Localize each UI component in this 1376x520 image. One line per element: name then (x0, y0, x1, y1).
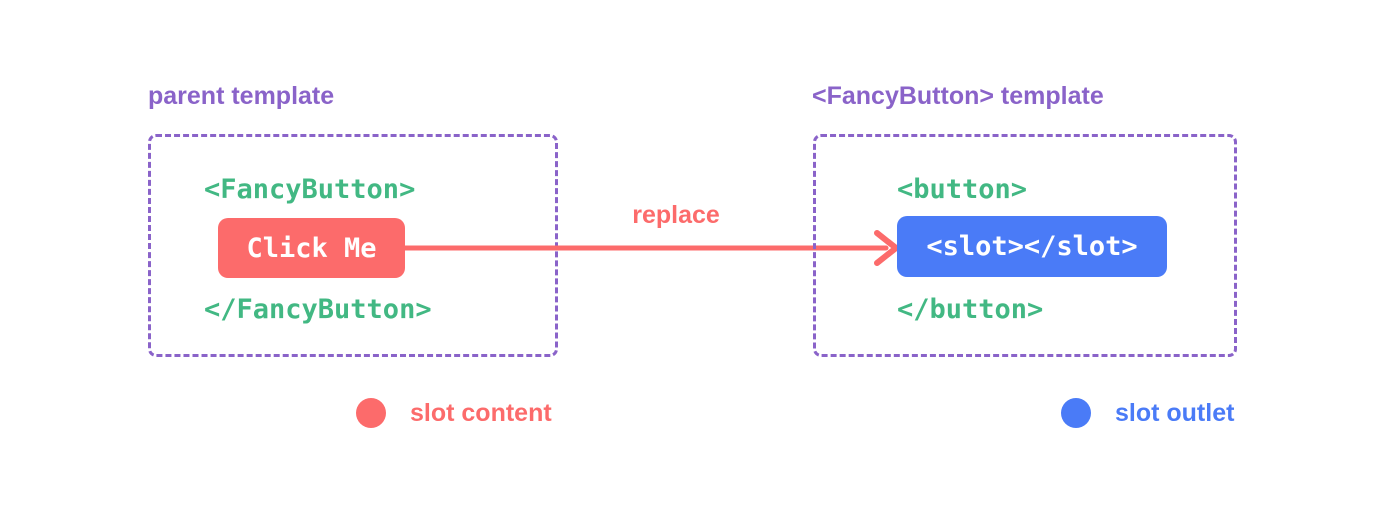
slot-outlet-label: slot outlet (1115, 398, 1235, 427)
slot-outlet-button: <slot></slot> (897, 216, 1167, 277)
legend-item-slot-outlet: slot outlet (1061, 398, 1234, 428)
slot-content-label: slot content (410, 398, 552, 427)
button-close-tag: </button> (897, 294, 1044, 325)
parent-template-title: parent template (148, 82, 335, 110)
slot-content-dot-icon (356, 398, 386, 428)
fancybutton-template-title: <FancyButton> template (812, 82, 1104, 110)
replace-arrow-icon (401, 230, 899, 266)
fancybutton-open-tag: <FancyButton> (204, 174, 416, 205)
replace-label: replace (632, 201, 720, 229)
click-me-button: Click Me (218, 218, 405, 278)
button-open-tag: <button> (897, 174, 1028, 205)
slot-outlet-dot-icon (1061, 398, 1091, 428)
fancybutton-close-tag: </FancyButton> (204, 294, 432, 325)
legend-item-slot-content: slot content (356, 398, 552, 428)
fancybutton-template-box (813, 134, 1237, 357)
